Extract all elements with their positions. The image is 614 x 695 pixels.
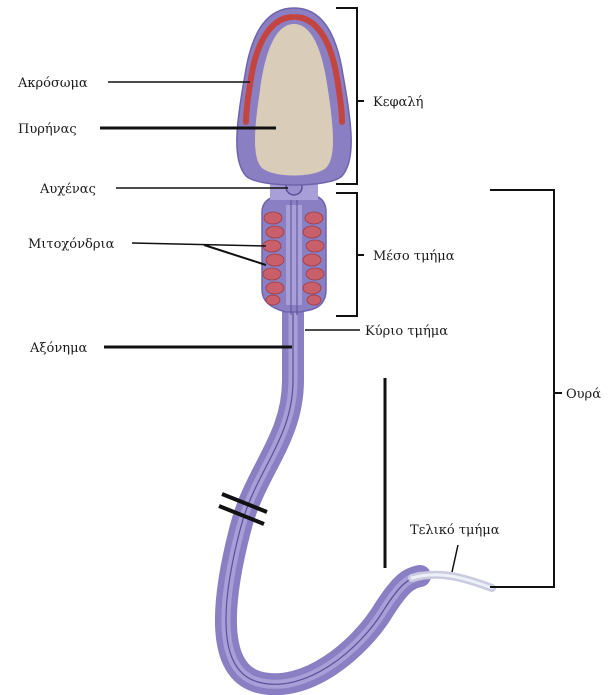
label-principal-piece: Κύριο τμήμα — [365, 324, 448, 339]
label-acrosome: Ακρόσωμα — [17, 76, 88, 91]
mitochondria-leader-1 — [132, 243, 266, 246]
mitochondria-leader-2 — [204, 245, 266, 265]
tail-bracket — [490, 190, 554, 587]
midpiece-bracket — [336, 193, 357, 316]
label-midpiece: Μέσο τμήμα — [373, 249, 455, 264]
label-tail: Ουρά — [566, 387, 601, 402]
label-end-piece: Τελικό τμήμα — [410, 523, 500, 538]
label-head: Κεφαλή — [373, 95, 423, 110]
end-piece-leader — [452, 545, 458, 572]
principal-piece-highlight — [226, 300, 420, 684]
label-nucleus: Πυρήνας — [18, 122, 77, 137]
label-mitochondria: Μιτοχόνδρια — [28, 237, 115, 252]
label-axoneme: Αξόνημα — [29, 341, 88, 356]
head — [237, 8, 351, 185]
tail-flagellum — [226, 300, 492, 684]
label-neck: Αυχένας — [39, 182, 96, 197]
brackets — [336, 8, 562, 587]
